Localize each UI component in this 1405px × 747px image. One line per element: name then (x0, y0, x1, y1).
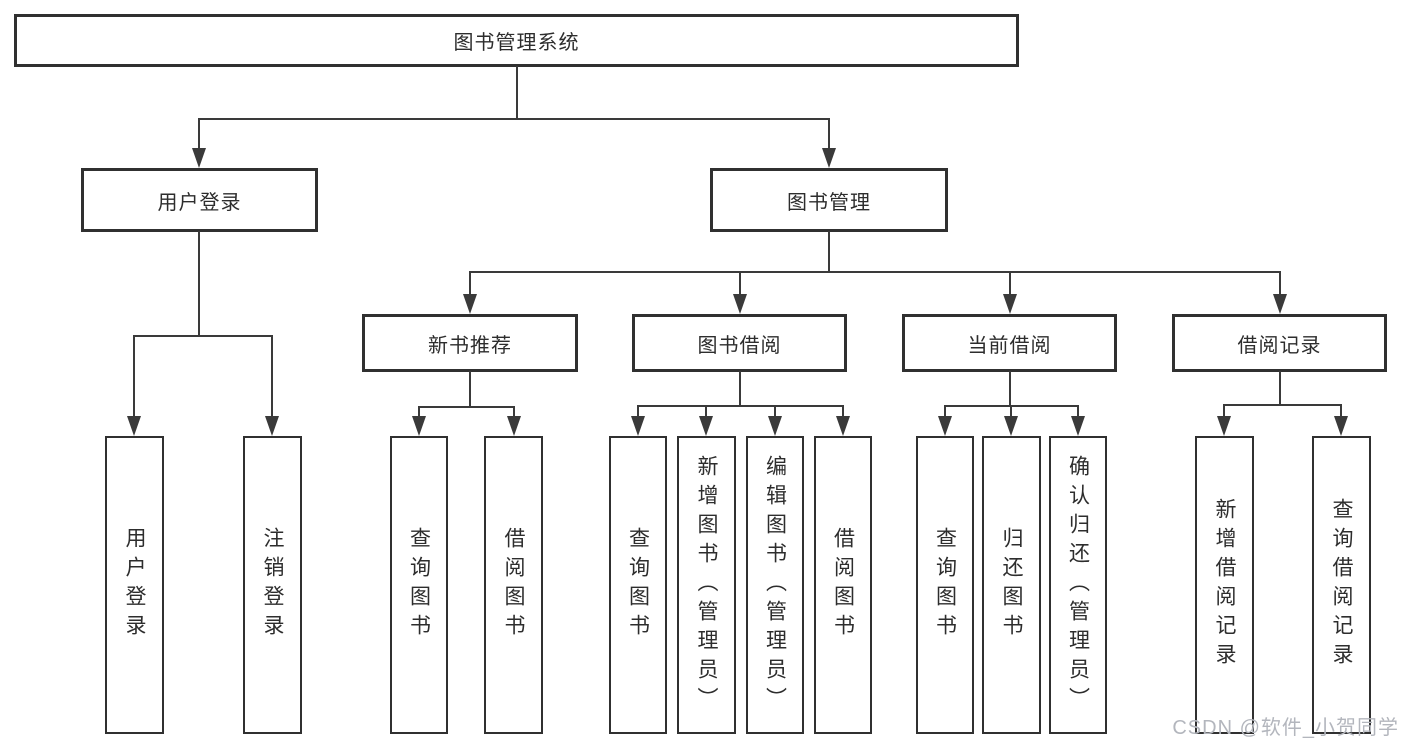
arrow-down-icon (127, 416, 141, 436)
leaf-rec-borrow-books-label: 借阅图书 (502, 527, 525, 643)
arrow-down-icon (463, 294, 477, 314)
arrow-down-icon (192, 148, 206, 168)
node-new-book-recommend-label: 新书推荐 (428, 334, 512, 357)
leaf-rec-query-books-label: 查询图书 (407, 527, 431, 643)
leaf-cb-query-books-label: 查询图书 (933, 527, 957, 643)
leaf-br-add-record-label: 新增借阅记录 (1213, 498, 1236, 672)
leaf-bb-edit-books-admin: 编辑图书（管理员） (746, 436, 804, 734)
leaf-br-query-record: 查询借阅记录 (1312, 436, 1371, 734)
connector-line (133, 335, 273, 337)
connector-line (1223, 404, 1342, 406)
leaf-cb-confirm-return-admin: 确认归还（管理员） (1049, 436, 1107, 734)
arrow-down-icon (836, 416, 850, 436)
connector-line (198, 118, 200, 150)
arrow-down-icon (265, 416, 279, 436)
connector-line (637, 405, 843, 407)
arrow-down-icon (1003, 294, 1017, 314)
arrow-down-icon (412, 416, 426, 436)
csdn-watermark: CSDN @软件_小贺同学 (1172, 717, 1399, 739)
connector-line (739, 271, 741, 295)
connector-line (774, 405, 776, 417)
connector-line (1340, 404, 1342, 417)
arrow-down-icon (733, 294, 747, 314)
node-root: 图书管理系统 (14, 14, 1019, 67)
connector-line (739, 371, 741, 406)
connector-line (198, 231, 200, 336)
node-book-management-label: 图书管理 (787, 191, 871, 214)
arrow-down-icon (938, 416, 952, 436)
connector-line (705, 405, 707, 417)
node-user-login-label: 用户登录 (157, 191, 242, 214)
connector-line (637, 405, 639, 417)
leaf-bb-query-books-label: 查询图书 (626, 527, 650, 643)
leaf-bb-add-books-admin-label: 新增图书（管理员） (695, 454, 718, 716)
connector-line (1077, 405, 1079, 417)
connector-line (1279, 371, 1281, 405)
arrow-down-icon (1273, 294, 1287, 314)
leaf-logout: 注销登录 (243, 436, 302, 734)
arrow-down-icon (1334, 416, 1348, 436)
connector-line (418, 406, 420, 417)
node-book-management: 图书管理 (710, 168, 948, 232)
arrow-down-icon (1004, 416, 1018, 436)
node-borrow-records: 借阅记录 (1172, 314, 1387, 372)
node-user-login: 用户登录 (81, 168, 318, 232)
connector-line (418, 406, 514, 408)
leaf-user-login: 用户登录 (105, 436, 164, 734)
arrow-down-icon (699, 416, 713, 436)
connector-line (1223, 404, 1225, 417)
node-root-label: 图书管理系统 (453, 32, 580, 54)
connector-line (516, 66, 518, 119)
leaf-rec-borrow-books: 借阅图书 (484, 436, 543, 734)
connector-line (1279, 271, 1281, 295)
connector-line (513, 406, 515, 417)
arrow-down-icon (768, 416, 782, 436)
node-book-borrow: 图书借阅 (632, 314, 847, 372)
leaf-br-query-record-label: 查询借阅记录 (1330, 498, 1353, 672)
connector-line (842, 405, 844, 417)
leaf-user-login-label: 用户登录 (123, 527, 146, 643)
leaf-bb-add-books-admin: 新增图书（管理员） (677, 436, 736, 734)
leaf-cb-return-books: 归还图书 (982, 436, 1041, 734)
connector-line (133, 335, 135, 416)
leaf-bb-borrow-books: 借阅图书 (814, 436, 872, 734)
connector-line (271, 335, 273, 416)
connector-line (1010, 405, 1012, 417)
connector-line (1009, 371, 1011, 406)
connector-line (198, 118, 830, 120)
arrow-down-icon (822, 148, 836, 168)
node-new-book-recommend: 新书推荐 (362, 314, 578, 372)
connector-line (828, 231, 830, 272)
connector-line (1009, 271, 1011, 295)
leaf-cb-return-books-label: 归还图书 (1000, 527, 1023, 643)
node-book-borrow-label: 图书借阅 (697, 334, 782, 357)
arrow-down-icon (1071, 416, 1085, 436)
arrow-down-icon (631, 416, 645, 436)
leaf-rec-query-books: 查询图书 (390, 436, 448, 734)
connector-line (469, 371, 471, 407)
leaf-cb-confirm-return-admin-label: 确认归还（管理员） (1066, 454, 1090, 716)
leaf-logout-label: 注销登录 (261, 527, 284, 643)
node-current-borrow-label: 当前借阅 (967, 334, 1052, 357)
node-current-borrow: 当前借阅 (902, 314, 1117, 372)
leaf-bb-query-books: 查询图书 (609, 436, 667, 734)
node-borrow-records-label: 借阅记录 (1237, 334, 1322, 357)
arrow-down-icon (1217, 416, 1231, 436)
leaf-bb-edit-books-admin-label: 编辑图书（管理员） (763, 454, 787, 716)
connector-line (469, 271, 471, 295)
connector-line (469, 271, 1280, 273)
connector-line (944, 405, 946, 417)
leaf-br-add-record: 新增借阅记录 (1195, 436, 1254, 734)
arrow-down-icon (507, 416, 521, 436)
leaf-cb-query-books: 查询图书 (916, 436, 974, 734)
connector-line (828, 118, 830, 150)
leaf-bb-borrow-books-label: 借阅图书 (831, 527, 855, 643)
